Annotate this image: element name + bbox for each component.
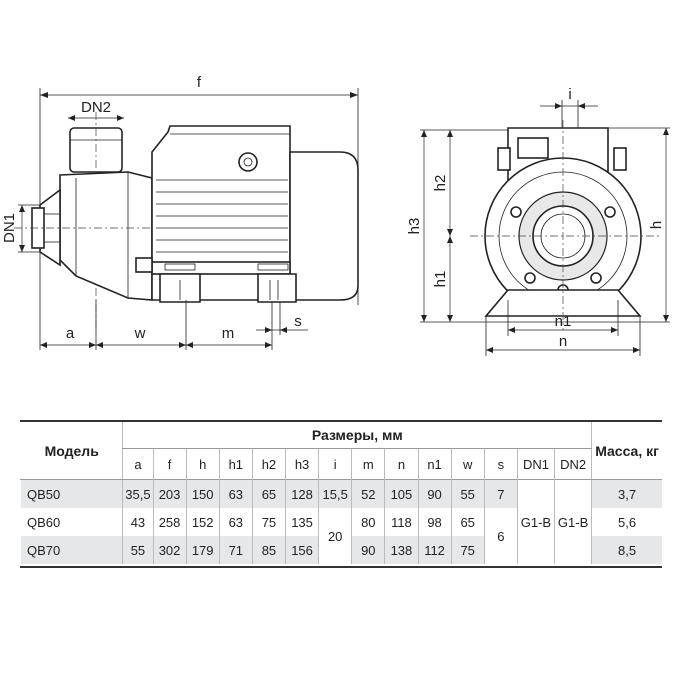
col-header-h3: h3 xyxy=(284,448,319,480)
cell-h3: 128 xyxy=(284,479,319,508)
cell-w: 55 xyxy=(450,479,485,508)
pump-front-view: i h3 xyxy=(406,86,670,356)
dim-label-dn1: DN1 xyxy=(1,213,18,243)
cell-h1: 63 xyxy=(218,508,253,536)
cell-model: QB60 xyxy=(19,508,123,536)
col-header-w: w xyxy=(450,448,485,480)
cell-mass: 8,5 xyxy=(591,536,662,564)
cell-h2: 65 xyxy=(251,479,286,508)
cell-a: 35,5 xyxy=(122,479,153,508)
cell-s-merged: 6 xyxy=(483,508,518,564)
table-row: QB50 35,5 203 150 63 65 128 15,5 52 105 … xyxy=(19,479,662,564)
table-row: QB70 55 302 179 71 85 156 90 138 112 75 … xyxy=(19,536,662,564)
cell-mass: 3,7 xyxy=(591,479,662,508)
dim-label-s: s xyxy=(294,313,302,330)
dim-label-w: w xyxy=(134,325,146,342)
col-header-h2: h2 xyxy=(251,448,286,480)
table-bottom-rule xyxy=(20,566,662,568)
dim-label-h: h xyxy=(648,221,665,229)
table-row: QB60 43 258 152 63 75 135 20 80 118 98 6… xyxy=(19,508,662,564)
cell-a: 43 xyxy=(122,508,153,536)
cell-a: 55 xyxy=(122,536,153,564)
cell-n: 105 xyxy=(384,479,418,508)
cell-dn1-merged: G1-B xyxy=(516,479,556,564)
cell-model: QB70 xyxy=(19,536,123,564)
col-header-s: s xyxy=(483,448,518,480)
col-header-n: n xyxy=(384,448,418,480)
cell-f: 302 xyxy=(152,536,187,564)
dim-label-f: f xyxy=(197,74,202,91)
cell-h: 152 xyxy=(185,508,220,536)
dim-label-i: i xyxy=(568,86,571,103)
cell-f: 203 xyxy=(152,479,187,508)
cell-m: 52 xyxy=(351,479,385,508)
pump-side-view: f DN2 DN1 xyxy=(1,74,359,350)
cell-h3: 135 xyxy=(284,508,319,536)
dim-label-h1: h1 xyxy=(432,271,449,288)
spec-table: Модель Размеры, мм Масса, кг a f h h1 h2… xyxy=(19,422,662,564)
dim-label-m: m xyxy=(222,325,235,342)
header-mass: Масса, кг xyxy=(591,422,662,480)
col-header-f: f xyxy=(152,448,187,480)
col-header-h1: h1 xyxy=(218,448,253,480)
cell-w: 65 xyxy=(450,508,485,536)
dim-label-a: a xyxy=(66,325,75,342)
dim-label-dn2: DN2 xyxy=(81,99,111,116)
col-header-i: i xyxy=(318,448,352,480)
cell-n1: 98 xyxy=(417,508,452,536)
cell-h3: 156 xyxy=(284,536,319,564)
cell-h1: 63 xyxy=(218,479,253,508)
header-dimensions: Размеры, мм xyxy=(122,422,592,449)
cell-n1: 112 xyxy=(417,536,452,564)
dim-label-h3: h3 xyxy=(406,218,423,235)
cell-dn2-merged: G1-B xyxy=(554,479,593,564)
col-header-dn2: DN2 xyxy=(554,448,592,480)
cell-h2: 75 xyxy=(251,508,286,536)
dim-label-n1: n1 xyxy=(555,313,572,330)
dim-label-h2: h2 xyxy=(432,175,449,192)
cell-h1: 71 xyxy=(218,536,253,564)
cell-m: 80 xyxy=(351,508,385,536)
col-header-h: h xyxy=(185,448,220,480)
cell-m: 90 xyxy=(351,536,385,564)
cell-f: 258 xyxy=(152,508,187,536)
cell-n: 138 xyxy=(384,536,418,564)
cell-n1: 90 xyxy=(417,479,452,508)
cell-h2: 85 xyxy=(251,536,286,564)
cell-i-merged: 20 xyxy=(318,508,353,564)
cell-mass: 5,6 xyxy=(591,508,662,536)
col-header-n1: n1 xyxy=(417,448,452,480)
header-model: Модель xyxy=(19,422,123,480)
pump-dimension-drawing: f DN2 DN1 xyxy=(1,74,670,356)
cell-n: 118 xyxy=(384,508,418,536)
col-header-m: m xyxy=(351,448,385,480)
col-header-dn1: DN1 xyxy=(516,448,555,480)
dim-label-n: n xyxy=(559,333,567,350)
cell-model: QB50 xyxy=(19,479,123,508)
cell-h: 150 xyxy=(185,479,220,508)
table-top-rule xyxy=(20,420,662,422)
cell-i: 15,5 xyxy=(318,479,352,508)
cell-w: 75 xyxy=(450,536,485,564)
col-header-a: a xyxy=(122,448,153,480)
cell-h: 179 xyxy=(185,536,220,564)
cell-s: 7 xyxy=(483,479,518,508)
